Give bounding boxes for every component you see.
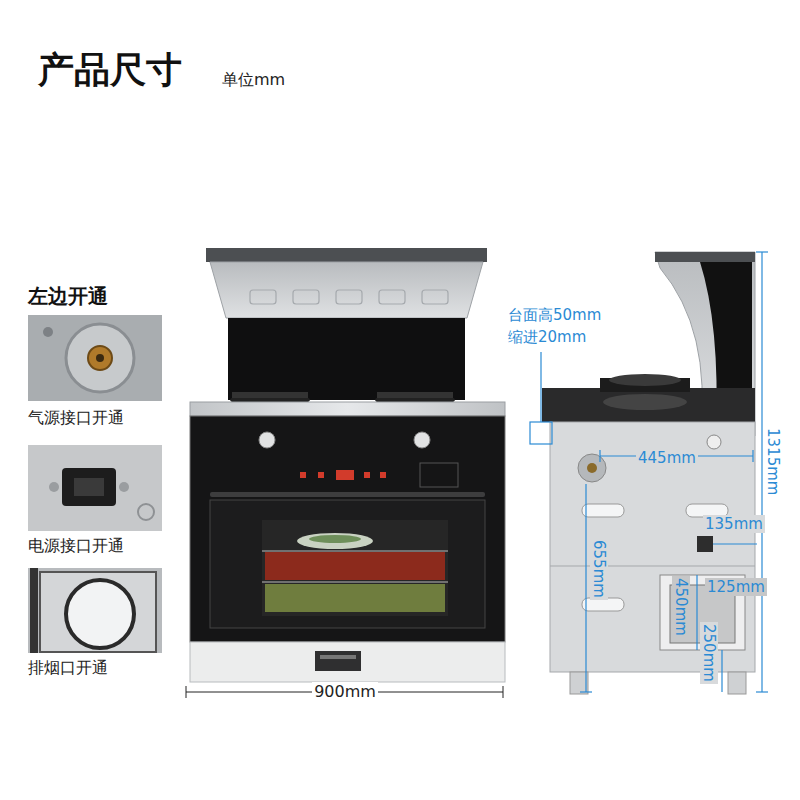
photo-caption: 气源接口开通 [28, 408, 124, 427]
flue-outlet-photo [28, 568, 162, 653]
dimension-label: 125mm [705, 578, 767, 596]
dimension-label: 1315mm [764, 426, 782, 497]
callout-note: 缩进20mm [508, 328, 586, 346]
unit-note: 单位mm [222, 70, 285, 89]
dimension-label: 900mm [312, 682, 378, 701]
callout-note: 台面高50mm [508, 306, 601, 324]
front-view [190, 248, 505, 682]
gas-inlet-photo [28, 315, 162, 401]
dimension-label: 250mm [700, 622, 718, 684]
section-heading: 左边开通 [28, 284, 108, 308]
dimension-label: 135mm [703, 515, 765, 533]
dimension-label: 445mm [636, 449, 698, 467]
dimension-label: 450mm [672, 576, 690, 638]
power-inlet-photo [28, 445, 162, 531]
dimension-label: 655mm [590, 538, 608, 600]
photo-caption: 电源接口开通 [28, 536, 124, 555]
photo-caption: 排烟口开通 [28, 658, 108, 677]
page-title: 产品尺寸 [38, 48, 182, 91]
